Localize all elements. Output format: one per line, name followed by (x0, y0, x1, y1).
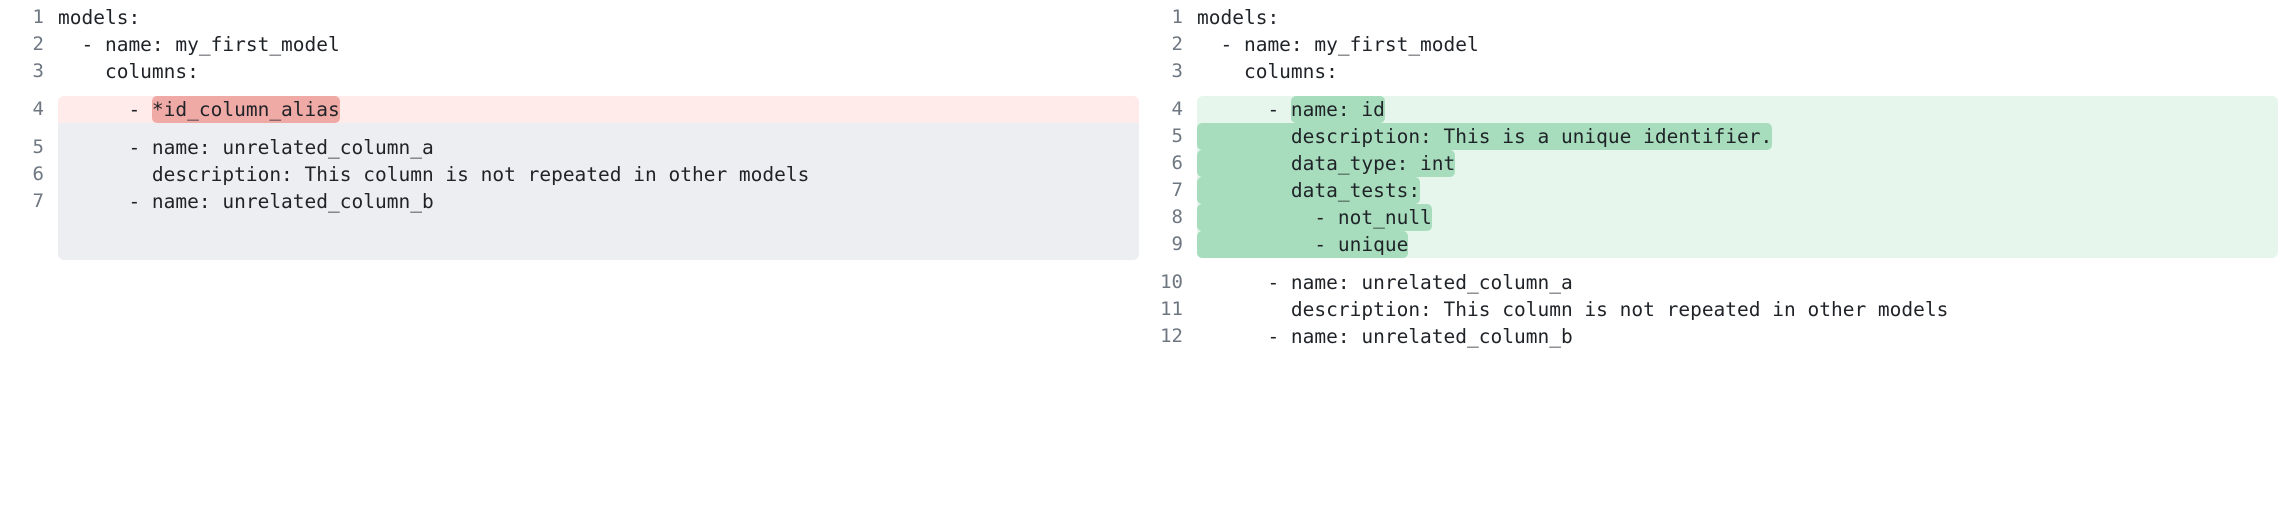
code-line-row[interactable]: 7 data_tests: (1139, 177, 2278, 204)
code-line-row[interactable]: 5 description: This is a unique identifi… (1139, 123, 2278, 150)
code-line-row[interactable]: 1 models: (0, 4, 1139, 31)
code-line-cell[interactable]: - name: my_first_model (58, 31, 1139, 58)
diff-word-highlight: description: This is a unique identifier… (1197, 123, 1773, 150)
code-line-row[interactable]: 6 description: This column is not repeat… (0, 161, 1139, 188)
code-line-text: description: This is a unique identifier… (1197, 123, 1773, 150)
diff-block-gap (0, 85, 1139, 96)
code-line-cell[interactable]: - name: my_first_model (1197, 31, 2278, 58)
code-line-cell[interactable]: description: This column is not repeated… (1197, 296, 2278, 323)
code-line-row[interactable]: 3 columns: (1139, 58, 2278, 85)
code-line-cell[interactable]: models: (1197, 4, 2278, 31)
diff-block-gap (1139, 258, 2278, 269)
line-number: 2 (1171, 33, 1183, 55)
line-number: 7 (32, 190, 44, 212)
diff-word-highlight: *id_column_alias (151, 96, 340, 123)
line-number: 11 (1160, 298, 1183, 320)
code-line-text: - name: my_first_model (58, 33, 340, 56)
code-line-row[interactable]: 12 - name: unrelated_column_b (1139, 323, 2278, 350)
code-line-text: - name: unrelated_column_a (58, 136, 434, 159)
code-line-row[interactable]: 11 description: This column is not repea… (1139, 296, 2278, 323)
code-line-text: - name: unrelated_column_b (1197, 325, 1573, 348)
code-line-text: models: (58, 6, 141, 29)
code-line-cell[interactable]: - name: id (1197, 96, 2278, 123)
code-line-cell[interactable]: - name: unrelated_column_a (58, 134, 1139, 161)
code-line-row[interactable]: 5 - name: unrelated_column_a (0, 134, 1139, 161)
code-line-cell[interactable]: - name: unrelated_column_a (1197, 269, 2278, 296)
diff-word-highlight: - unique (1197, 231, 1409, 258)
line-number: 2 (32, 33, 44, 55)
line-number: 6 (32, 163, 44, 185)
code-line-text: - *id_column_alias (58, 96, 340, 123)
line-number: 4 (1171, 98, 1183, 120)
line-number: 3 (1171, 60, 1183, 82)
code-line-cell[interactable]: - name: unrelated_column_b (1197, 323, 2278, 350)
code-line-cell[interactable]: columns: (58, 58, 1139, 85)
code-line-cell[interactable]: - name: unrelated_column_b (58, 188, 1139, 215)
code-line-row[interactable]: 10 - name: unrelated_column_a (1139, 269, 2278, 296)
diff-block-gap (1139, 85, 2278, 96)
code-line-text: - name: id (1197, 96, 1385, 123)
code-line-row[interactable]: 2 - name: my_first_model (1139, 31, 2278, 58)
line-number: 1 (32, 6, 44, 28)
code-line-row[interactable]: 6 data_type: int (1139, 150, 2278, 177)
code-line-cell[interactable]: - *id_column_alias (58, 96, 1139, 123)
code-line-row[interactable]: 4 - *id_column_alias (0, 96, 1139, 123)
code-line-text: - name: unrelated_column_b (58, 190, 434, 213)
line-number: 3 (32, 60, 44, 82)
code-line-row[interactable]: 4 - name: id (1139, 96, 2278, 123)
code-line-text: columns: (1197, 60, 1338, 83)
code-line-row[interactable]: 7 - name: unrelated_column_b (0, 188, 1139, 215)
diff-word-highlight: data_tests: (1197, 177, 1421, 204)
line-number: 1 (1171, 6, 1183, 28)
code-line-cell[interactable]: columns: (1197, 58, 2278, 85)
code-line-row[interactable]: 8 - not_null (1139, 204, 2278, 231)
code-line-text: models: (1197, 6, 1280, 29)
diff-placeholder-filler (58, 123, 1139, 260)
code-line-cell[interactable]: - not_null (1197, 204, 2278, 231)
code-line-cell[interactable]: description: This column is not repeated… (58, 161, 1139, 188)
code-line-cell[interactable]: data_tests: (1197, 177, 2278, 204)
line-number: 5 (1171, 125, 1183, 147)
code-line-cell[interactable]: description: This is a unique identifier… (1197, 123, 2278, 150)
code-line-text: - unique (1197, 231, 1409, 258)
code-line-cell[interactable]: - unique (1197, 231, 2278, 258)
line-number: 10 (1160, 271, 1183, 293)
code-line-cell[interactable]: models: (58, 4, 1139, 31)
code-line-text: data_tests: (1197, 177, 1421, 204)
code-line-text: - not_null (1197, 204, 1432, 231)
code-line-text: - name: unrelated_column_a (1197, 271, 1573, 294)
code-line-cell[interactable]: data_type: int (1197, 150, 2278, 177)
code-line-row[interactable]: 2 - name: my_first_model (0, 31, 1139, 58)
code-line-text: - name: my_first_model (1197, 33, 1479, 56)
line-number: 12 (1160, 325, 1183, 347)
diff-word-highlight: name: id (1290, 96, 1385, 123)
line-number: 6 (1171, 152, 1183, 174)
code-line-text: description: This column is not repeated… (58, 163, 810, 186)
diff-word-highlight: - not_null (1197, 204, 1432, 231)
code-line-text: columns: (58, 60, 199, 83)
code-line-row[interactable]: 3 columns: (0, 58, 1139, 85)
line-number: 8 (1171, 206, 1183, 228)
line-number: 9 (1171, 233, 1183, 255)
code-line-row[interactable]: 1 models: (1139, 4, 2278, 31)
diff-word-highlight: data_type: int (1197, 150, 1456, 177)
line-number: 7 (1171, 179, 1183, 201)
line-number: 5 (32, 136, 44, 158)
code-line-text: description: This column is not repeated… (1197, 298, 1949, 321)
line-number: 4 (32, 98, 44, 120)
code-line-row[interactable]: 9 - unique (1139, 231, 2278, 258)
code-line-text: data_type: int (1197, 150, 1456, 177)
